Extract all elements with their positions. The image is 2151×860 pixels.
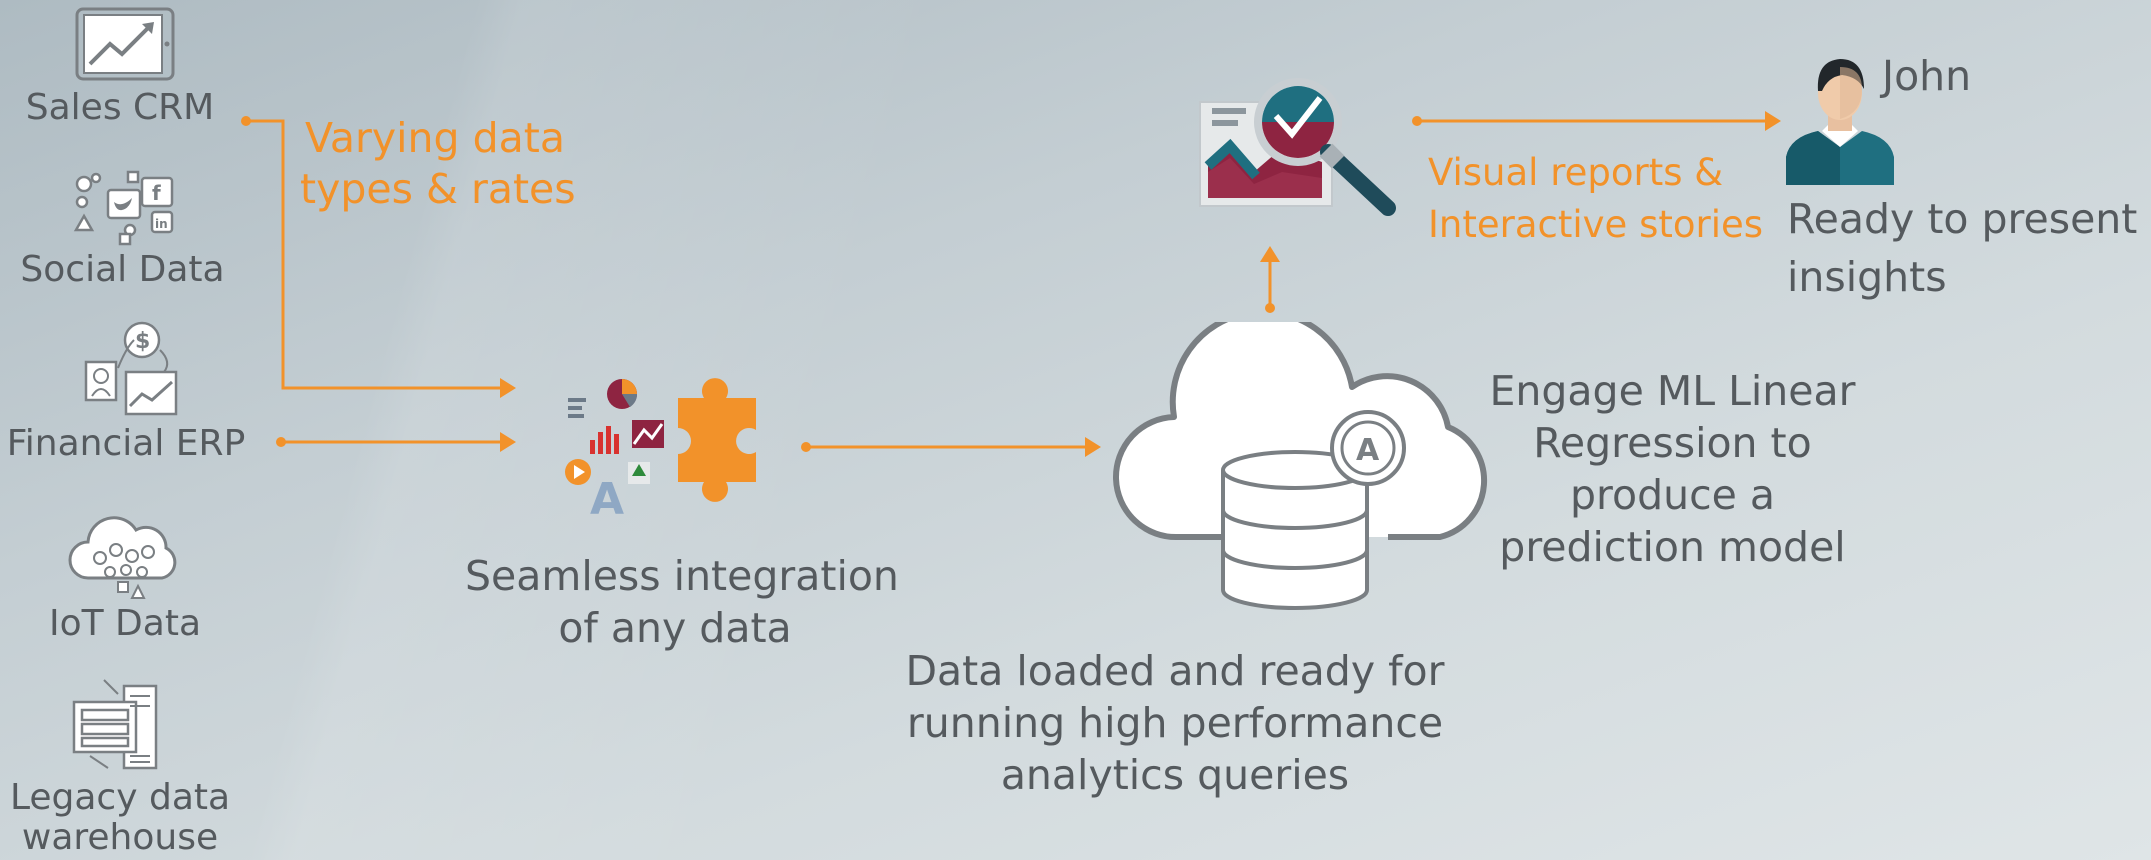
visual-line-2: Interactive stories bbox=[1428, 203, 1764, 246]
svg-text:A: A bbox=[590, 474, 624, 520]
visual-line-1: Visual reports & bbox=[1428, 151, 1724, 194]
source-label-iot-data: IoT Data bbox=[48, 603, 202, 644]
source-label-social-data: Social Data bbox=[20, 249, 225, 290]
integration-line-2: of any data bbox=[558, 604, 792, 652]
user-avatar-icon bbox=[1786, 59, 1894, 185]
finance-icon: $ bbox=[84, 321, 178, 416]
arrowhead bbox=[500, 432, 516, 452]
tablet-chart-icon bbox=[75, 7, 175, 81]
user-line-2: insights bbox=[1787, 253, 1947, 301]
svg-text:A: A bbox=[1356, 433, 1380, 468]
user-line-1: Ready to present bbox=[1787, 195, 2138, 243]
annotation-visual-reports: Visual reports & Interactive stories bbox=[1428, 147, 1764, 251]
user-name: John bbox=[1882, 52, 1972, 100]
legacy-line-1: Legacy data bbox=[9, 777, 231, 818]
ml-line-4: prediction model bbox=[1499, 523, 1846, 571]
cloud-database-icon: A bbox=[1113, 322, 1488, 610]
annotation-varying-data: Varying data types & rates bbox=[300, 113, 576, 215]
loaded-line-3: analytics queries bbox=[1000, 751, 1350, 799]
svg-text:f: f bbox=[152, 181, 161, 205]
user-caption: Ready to present insights bbox=[1787, 190, 2138, 306]
svg-text:in: in bbox=[155, 217, 168, 231]
ml-line-1: Engage ML Linear bbox=[1489, 367, 1856, 415]
arrowhead bbox=[500, 378, 516, 398]
source-label-financial-erp: Financial ERP bbox=[6, 423, 246, 464]
integration-puzzle-icon: A bbox=[565, 378, 756, 520]
integration-line-1: Seamless integration bbox=[465, 552, 899, 600]
varying-line-1: Varying data bbox=[305, 114, 565, 162]
loaded-line-1: Data loaded and ready for bbox=[905, 647, 1445, 695]
arrowhead bbox=[1085, 437, 1101, 457]
connector-crm-to-integration bbox=[246, 119, 500, 390]
source-label-legacy-warehouse: Legacy data warehouse bbox=[5, 778, 235, 858]
social-icon: f in bbox=[73, 170, 174, 246]
ml-line-3: produce a bbox=[1570, 471, 1775, 519]
source-label-sales-crm: Sales CRM bbox=[25, 87, 215, 128]
data-loaded-caption: Data loaded and ready for running high p… bbox=[890, 645, 1460, 801]
magnifier-report-icon bbox=[1199, 78, 1396, 216]
loaded-line-2: running high performance bbox=[906, 699, 1444, 747]
arrowhead bbox=[1260, 246, 1280, 262]
svg-text:$: $ bbox=[135, 329, 150, 354]
integration-caption: Seamless integration of any data bbox=[465, 550, 899, 654]
iot-cloud-icon bbox=[68, 516, 177, 599]
legacy-line-2: warehouse bbox=[21, 817, 219, 858]
varying-line-2: types & rates bbox=[300, 165, 576, 213]
ml-caption: Engage ML Linear Regression to produce a… bbox=[1470, 365, 1875, 573]
arrowhead bbox=[1765, 111, 1781, 131]
ml-line-2: Regression to bbox=[1533, 419, 1812, 467]
building-icon bbox=[72, 679, 158, 770]
